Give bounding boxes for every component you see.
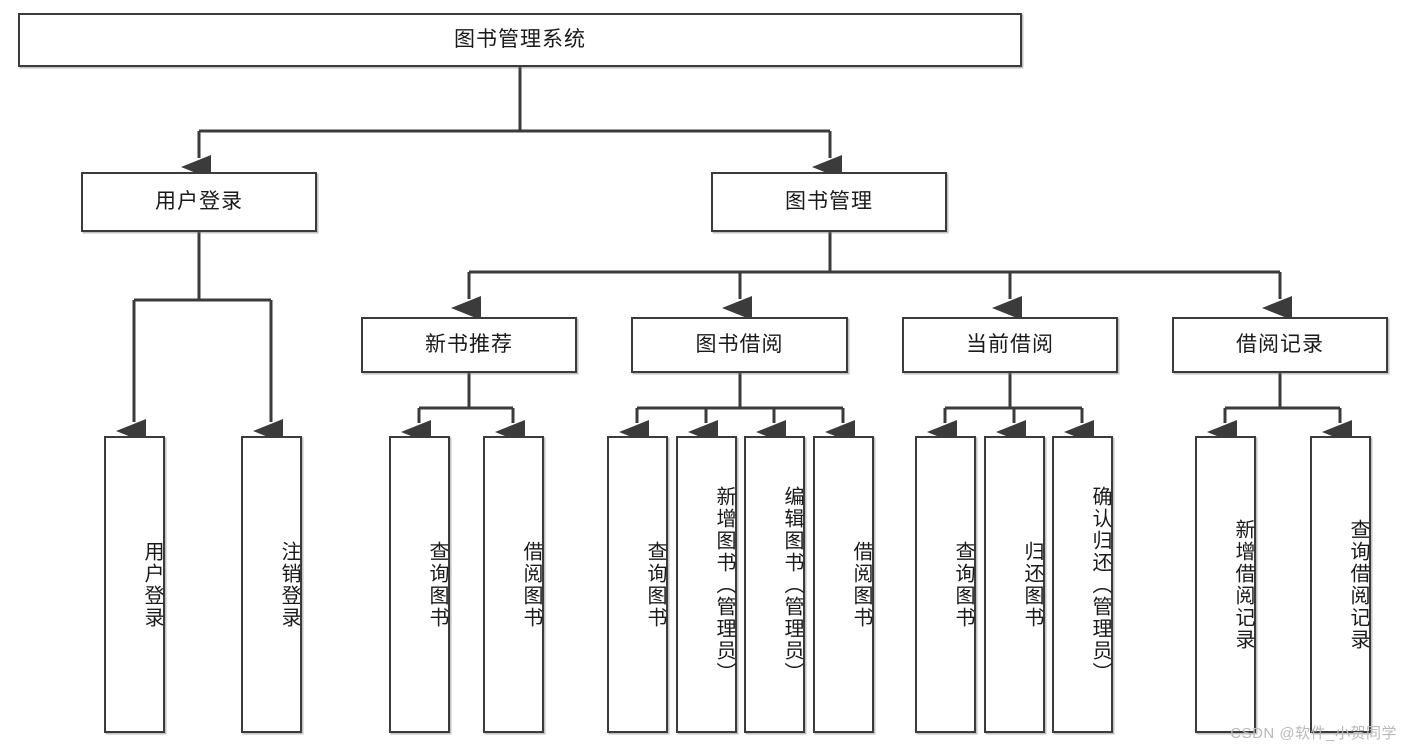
node-borrow-record-label: 借阅记录 (1236, 333, 1324, 357)
node-user-login[interactable]: 用户登录 (81, 172, 317, 232)
node-new-book-recommend-label: 新书推荐 (425, 333, 513, 357)
node-leaf-edit-book-label: 编辑图书（管理员） (781, 485, 803, 684)
node-leaf-user-login[interactable]: 用户登录 (104, 436, 165, 733)
node-root-label: 图书管理系统 (454, 28, 586, 52)
node-root[interactable]: 图书管理系统 (18, 13, 1022, 67)
node-leaf-return-book-label: 归还图书 (1021, 540, 1043, 629)
node-leaf-query-book-3[interactable]: 查询图书 (915, 436, 976, 733)
node-book-management-label: 图书管理 (785, 190, 873, 214)
node-leaf-borrow-book-2-label: 借阅图书 (850, 540, 872, 629)
node-current-borrow[interactable]: 当前借阅 (902, 317, 1118, 373)
node-leaf-add-borrow-record[interactable]: 新增借阅记录 (1195, 436, 1256, 733)
node-new-book-recommend[interactable]: 新书推荐 (361, 317, 577, 373)
node-leaf-add-book-label: 新增图书（管理员） (713, 485, 735, 684)
node-leaf-query-book-1[interactable]: 查询图书 (389, 436, 450, 733)
node-leaf-confirm-return[interactable]: 确认归还（管理员） (1052, 436, 1113, 733)
node-leaf-query-book-3-label: 查询图书 (952, 540, 974, 629)
node-leaf-return-book[interactable]: 归还图书 (984, 436, 1045, 733)
node-leaf-edit-book[interactable]: 编辑图书（管理员） (744, 436, 805, 733)
node-user-login-label: 用户登录 (155, 190, 243, 214)
node-leaf-query-book-2[interactable]: 查询图书 (607, 436, 668, 733)
node-leaf-add-borrow-record-label: 新增借阅记录 (1232, 518, 1254, 651)
node-borrow-record[interactable]: 借阅记录 (1172, 317, 1388, 373)
node-book-management[interactable]: 图书管理 (711, 172, 947, 232)
node-leaf-logout-login[interactable]: 注销登录 (241, 436, 302, 733)
node-leaf-query-borrow-record-label: 查询借阅记录 (1347, 518, 1369, 651)
node-leaf-logout-login-label: 注销登录 (278, 540, 300, 629)
node-leaf-borrow-book-2[interactable]: 借阅图书 (813, 436, 874, 733)
node-leaf-borrow-book-1[interactable]: 借阅图书 (483, 436, 544, 733)
node-book-borrow[interactable]: 图书借阅 (631, 317, 848, 373)
node-current-borrow-label: 当前借阅 (966, 333, 1054, 357)
node-leaf-query-book-2-label: 查询图书 (644, 540, 666, 629)
node-leaf-user-login-label: 用户登录 (141, 540, 163, 629)
node-leaf-add-book[interactable]: 新增图书（管理员） (676, 436, 737, 733)
node-leaf-query-borrow-record[interactable]: 查询借阅记录 (1310, 436, 1371, 733)
node-leaf-borrow-book-1-label: 借阅图书 (520, 540, 542, 629)
node-book-borrow-label: 图书借阅 (695, 333, 784, 357)
node-leaf-query-book-1-label: 查询图书 (426, 540, 448, 629)
watermark-text: CSDN @软件_小贺同学 (1230, 725, 1397, 742)
node-leaf-confirm-return-label: 确认归还（管理员） (1089, 485, 1111, 684)
